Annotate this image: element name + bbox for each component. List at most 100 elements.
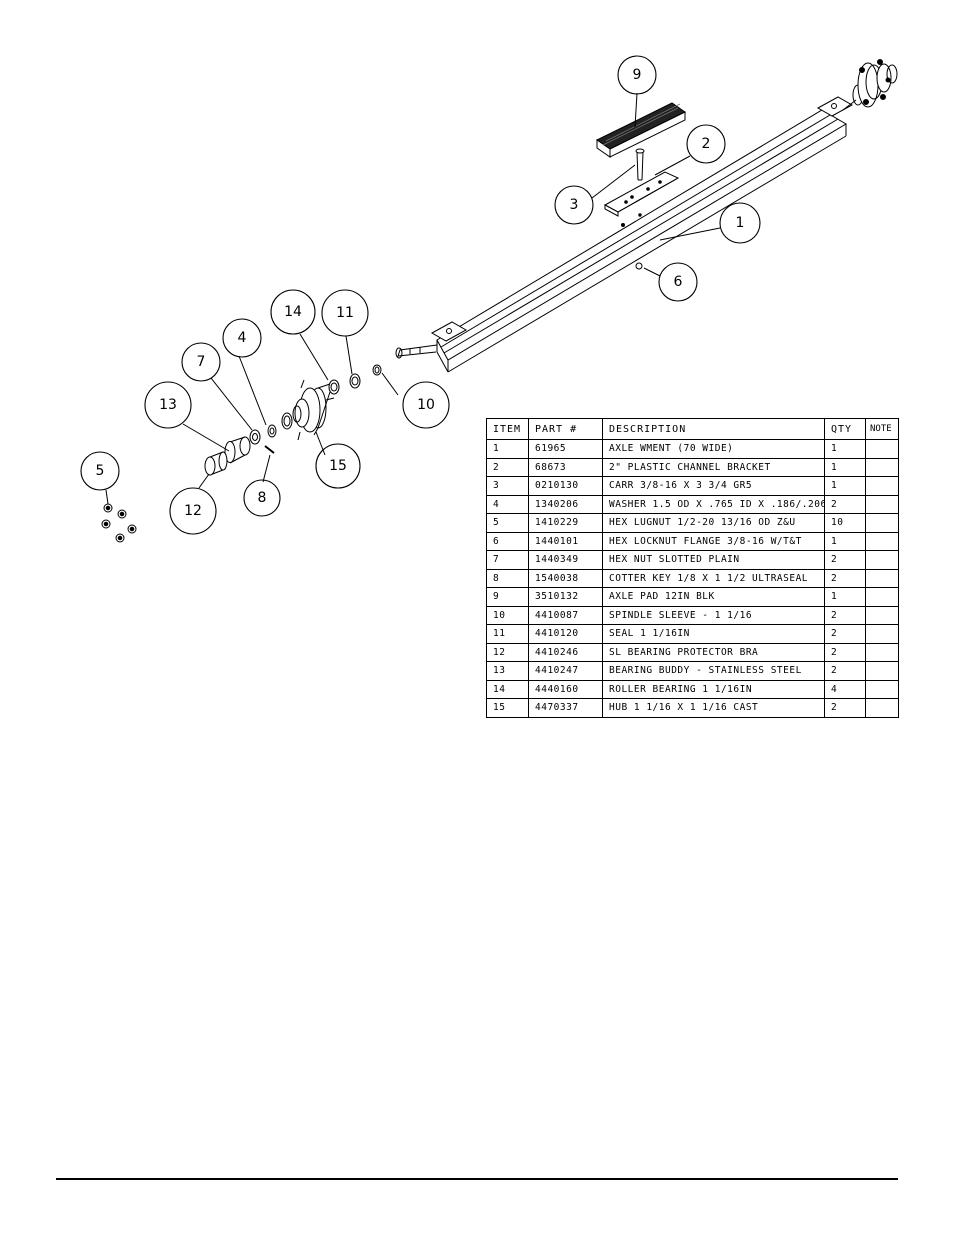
cell-description: HUB 1 1/16 X 1 1/16 CAST	[602, 698, 825, 718]
cell-qty: 1	[824, 476, 866, 496]
cell-part: 4410247	[528, 661, 603, 681]
cell-item: 4	[486, 494, 529, 514]
callout-label-3: 3	[570, 197, 579, 213]
callout-label-11: 11	[336, 305, 354, 321]
bearing-protector-part	[204, 451, 228, 476]
footer-rule	[56, 1178, 898, 1180]
callout-label-5: 5	[96, 463, 105, 479]
cell-note	[865, 476, 899, 496]
header-item: ITEM	[486, 418, 529, 440]
cell-item: 14	[486, 679, 529, 699]
cell-qty: 1	[824, 531, 866, 551]
carriage-bolt-part	[635, 148, 645, 181]
header-qty: QTY	[824, 418, 866, 440]
cell-description: SL BEARING PROTECTOR BRA	[602, 642, 825, 662]
cell-part: 1440349	[528, 550, 603, 570]
cell-qty: 2	[824, 494, 866, 514]
cell-part: 1540038	[528, 568, 603, 588]
cell-item: 8	[486, 568, 529, 588]
cell-qty: 2	[824, 568, 866, 588]
cell-note	[865, 550, 899, 570]
lugnuts-part	[101, 503, 137, 543]
callout-label-15: 15	[329, 458, 347, 474]
cell-qty: 2	[824, 642, 866, 662]
cell-description: ROLLER BEARING 1 1/16IN	[602, 679, 825, 699]
hub-part	[292, 379, 335, 441]
cell-qty: 2	[824, 698, 866, 718]
cell-part: 1410229	[528, 513, 603, 533]
cell-note	[865, 568, 899, 588]
axle-pad-part	[596, 102, 686, 158]
callout-label-10: 10	[417, 397, 435, 413]
callout-bubble-10	[402, 381, 450, 429]
cell-item: 13	[486, 661, 529, 681]
cell-qty: 2	[824, 624, 866, 644]
callout-bubble-5	[80, 451, 120, 491]
callout-label-8: 8	[258, 490, 267, 506]
callout-label-1: 1	[736, 215, 745, 231]
cell-note	[865, 698, 899, 718]
cell-item: 11	[486, 624, 529, 644]
cell-description: SEAL 1 1/16IN	[602, 624, 825, 644]
cell-item: 15	[486, 698, 529, 718]
slotted-nut-part	[249, 429, 261, 445]
callout-label-13: 13	[159, 397, 177, 413]
callout-label-12: 12	[184, 503, 202, 519]
callout-bubble-7	[181, 342, 221, 382]
washer-part	[267, 424, 277, 438]
cell-item: 3	[486, 476, 529, 496]
cell-item: 12	[486, 642, 529, 662]
callout-bubble-11	[321, 289, 369, 337]
cell-note	[865, 587, 899, 607]
cell-description: SPINDLE SLEEVE - 1 1/16	[602, 605, 825, 625]
callout-label-6: 6	[674, 274, 683, 290]
cell-part: 4410087	[528, 605, 603, 625]
cell-part: 4410246	[528, 642, 603, 662]
locknut-part	[635, 262, 643, 270]
cell-qty: 1	[824, 439, 866, 459]
cell-description: AXLE PAD 12IN BLK	[602, 587, 825, 607]
cell-description: BEARING BUDDY - STAINLESS STEEL	[602, 661, 825, 681]
outer-bearing-part	[281, 412, 293, 430]
cotter-key-part	[264, 445, 275, 454]
callout-bubble-4	[222, 318, 262, 358]
callout-bubble-9	[617, 55, 657, 95]
cell-description: WASHER 1.5 OD X .765 ID X .186/.206	[602, 494, 825, 514]
cell-item: 5	[486, 513, 529, 533]
callout-label-14: 14	[284, 304, 302, 320]
cell-qty: 2	[824, 605, 866, 625]
cell-qty: 1	[824, 457, 866, 477]
cell-qty: 2	[824, 550, 866, 570]
cell-qty: 2	[824, 661, 866, 681]
cell-description: HEX LUGNUT 1/2-20 13/16 OD Z&U	[602, 513, 825, 533]
cell-part: 0210130	[528, 476, 603, 496]
cell-part: 3510132	[528, 587, 603, 607]
table-header-row: ITEM PART # DESCRIPTION QTY NOTE	[486, 418, 899, 440]
cell-note	[865, 457, 899, 477]
cell-item: 6	[486, 531, 529, 551]
cell-qty: 10	[824, 513, 866, 533]
cell-description: 2" PLASTIC CHANNEL BRACKET	[602, 457, 825, 477]
header-note: NOTE	[865, 418, 899, 440]
cell-qty: 1	[824, 587, 866, 607]
cell-note	[865, 605, 899, 625]
cell-description: COTTER KEY 1/8 X 1 1/2 ULTRASEAL	[602, 568, 825, 588]
callout-bubble-15	[315, 443, 361, 489]
cell-part: 1440101	[528, 531, 603, 551]
cell-part: 1340206	[528, 494, 603, 514]
cell-item: 1	[486, 439, 529, 459]
callout-bubble-13	[144, 381, 192, 429]
